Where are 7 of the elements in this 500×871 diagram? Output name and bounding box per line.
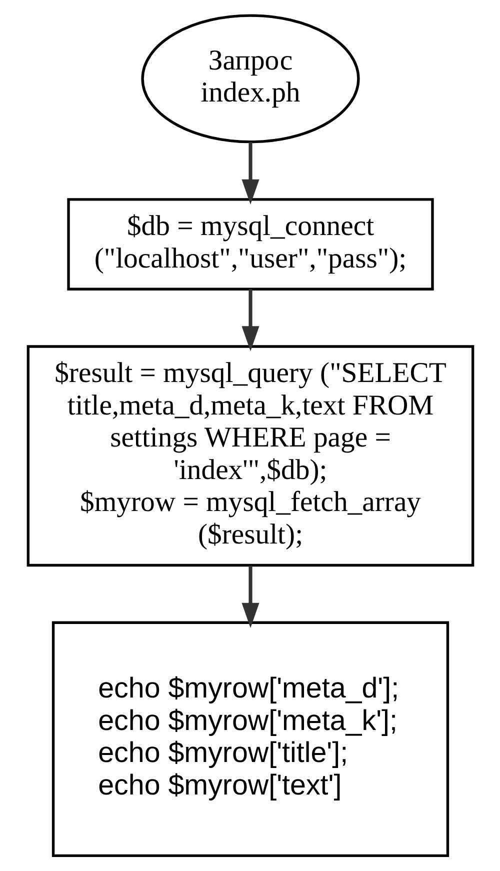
arrow (241, 142, 259, 204)
node-box: $db = mysql_connect ("localhost","user","pass"); (66, 198, 434, 290)
arrow (241, 566, 259, 628)
node-box: echo $myrow['meta_d']; echo $myrow['meta_k']; echo $myrow['title']; echo $myrow['text'] (51, 621, 449, 858)
node-ellipse: Запрос index.ph (140, 14, 360, 144)
node-box: $result = mysql_query ("SELECT title,meta_d,meta_k,text FROM settings WHERE page = 'index'",$db); $myrow = mysql_fetch_array ($result); (26, 345, 474, 567)
arrow (241, 289, 259, 352)
